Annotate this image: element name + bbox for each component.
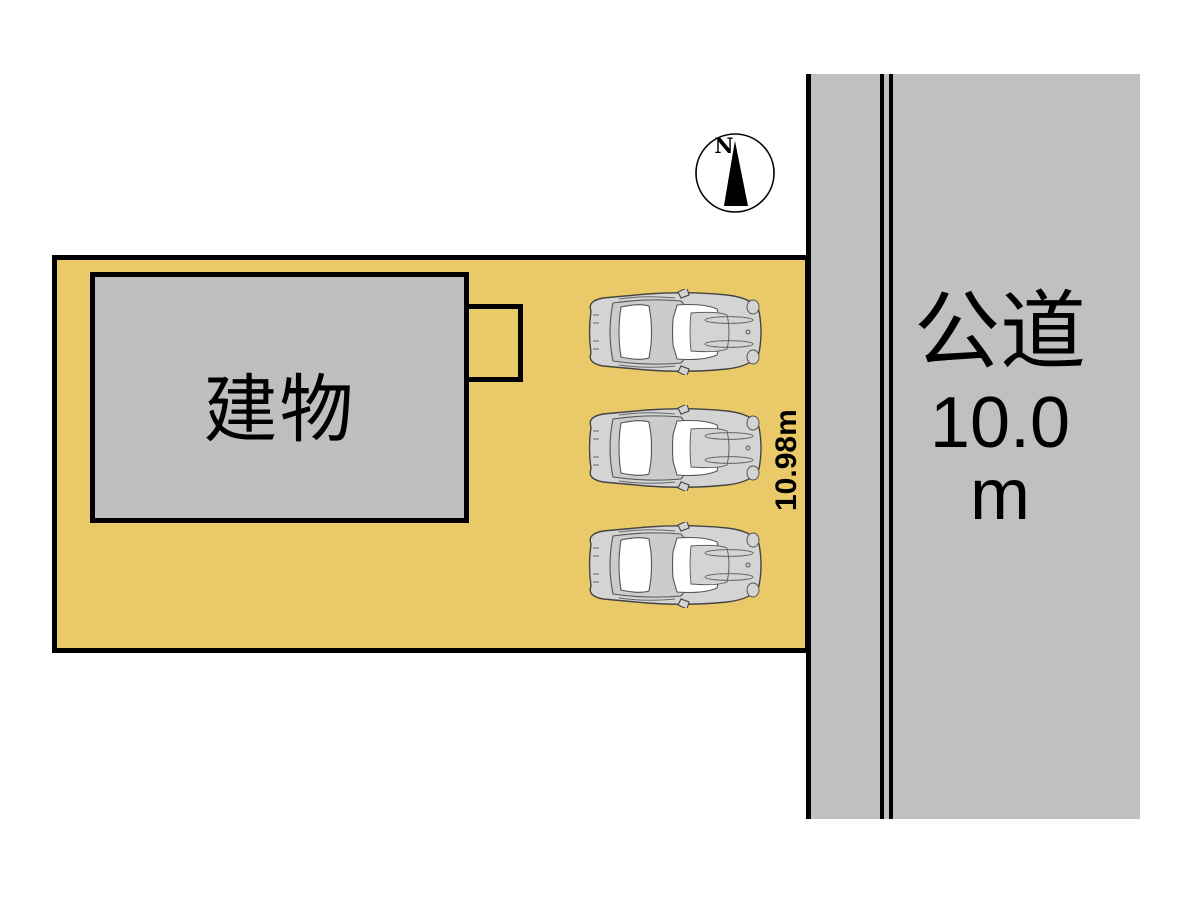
compass-north-icon: N xyxy=(695,133,775,213)
road-center-line-right xyxy=(889,74,893,819)
road-label-group: 公道 10.0 m xyxy=(900,286,1100,534)
building-annex-porch xyxy=(464,304,523,382)
building-footprint xyxy=(90,272,469,523)
parking-stall-2-car-icon xyxy=(588,405,762,491)
building-label: 建物 xyxy=(203,367,356,453)
road-center-line-left xyxy=(880,74,884,819)
parking-stall-1-car-icon xyxy=(588,289,762,375)
road-label-kanji: 公道 xyxy=(914,282,1086,382)
parking-stall-3-car-icon xyxy=(588,522,762,608)
road-width-unit: m xyxy=(970,454,1030,535)
lot-depth-dimension-label: 10.98m xyxy=(770,409,803,511)
public-road-area xyxy=(808,74,1140,819)
compass-north-label: N xyxy=(714,133,733,158)
road-width-value: 10.0 xyxy=(929,382,1071,463)
